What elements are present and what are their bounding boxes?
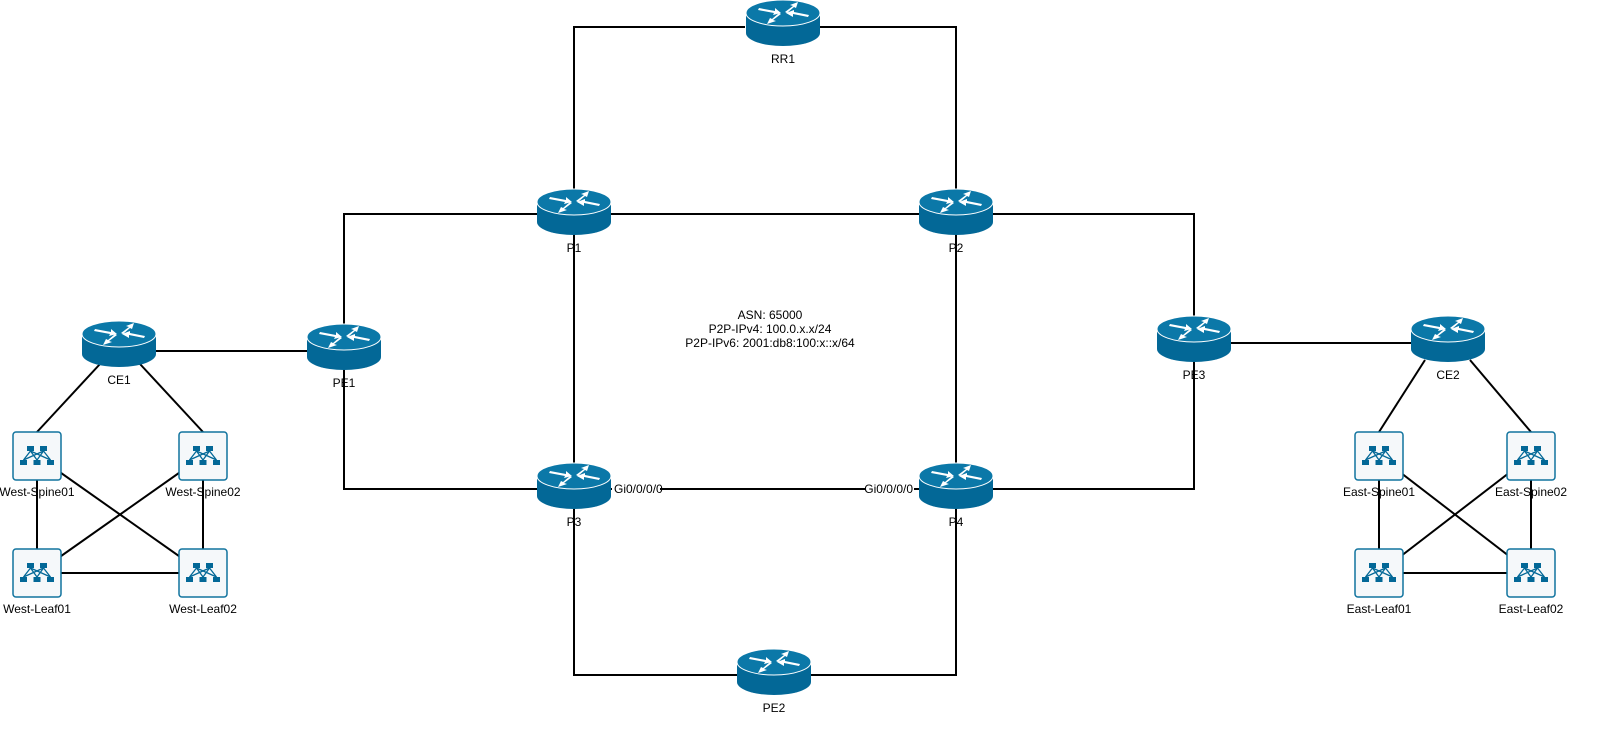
switch-icon <box>178 548 228 598</box>
switch-el2[interactable]: East-Leaf02 <box>1499 548 1564 616</box>
network-annotation: ASN: 65000 P2P-IPv4: 100.0.x.x/24 P2P-IP… <box>685 308 855 350</box>
switch-icon <box>178 431 228 481</box>
router-icon <box>745 0 821 46</box>
switch-label: West-Leaf02 <box>169 602 237 616</box>
router-p3[interactable]: P3 <box>536 462 612 529</box>
switch-wl2[interactable]: West-Leaf02 <box>169 548 237 616</box>
switch-label: East-Leaf02 <box>1499 602 1564 616</box>
router-label: P2 <box>949 241 964 255</box>
router-ce1[interactable]: CE1 <box>81 320 157 387</box>
switch-label: East-Spine02 <box>1495 485 1567 499</box>
link-p2-pe3[interactable] <box>956 213 1195 341</box>
switch-el1[interactable]: East-Leaf01 <box>1347 548 1412 616</box>
link-p3-pe1[interactable] <box>343 349 574 490</box>
switch-label: West-Spine02 <box>165 485 240 499</box>
switch-es2[interactable]: East-Spine02 <box>1495 431 1567 499</box>
port-label-p4: Gi0/0/0/0 <box>864 482 913 496</box>
router-p4[interactable]: P4 <box>918 462 994 529</box>
switch-icon <box>1354 431 1404 481</box>
link-ce1-ws1[interactable] <box>36 363 101 433</box>
switch-icon <box>1506 431 1556 481</box>
switch-ws1[interactable]: West-Spine01 <box>0 431 75 499</box>
p2p-ipv6-label: P2P-IPv6: 2001:db8:100:x::x/64 <box>685 336 855 350</box>
links-layer: Gi0/0/0/0 Gi0/0/0/0 <box>36 26 1532 676</box>
router-label: RR1 <box>771 52 795 66</box>
router-pe1[interactable]: PE1 <box>306 323 382 390</box>
link-ws2-wl1[interactable] <box>36 455 204 574</box>
router-icon <box>918 188 994 235</box>
router-icon <box>918 462 994 509</box>
router-label: CE2 <box>1436 368 1460 382</box>
router-icon <box>736 648 812 695</box>
router-icon <box>81 320 157 367</box>
router-pe2[interactable]: PE2 <box>736 648 812 715</box>
switch-label: East-Leaf01 <box>1347 602 1412 616</box>
link-p1-pe1[interactable] <box>343 213 574 349</box>
router-p2[interactable]: P2 <box>918 188 994 255</box>
link-p3-pe2[interactable] <box>573 488 774 676</box>
asn-label: ASN: 65000 <box>738 308 803 322</box>
switch-icon <box>1506 548 1556 598</box>
router-ce2[interactable]: CE2 <box>1410 315 1486 382</box>
link-rr1-p2[interactable] <box>820 26 957 214</box>
link-p4-pe2[interactable] <box>774 488 957 676</box>
switch-label: West-Leaf01 <box>3 602 71 616</box>
router-rr1[interactable]: RR1 <box>745 0 821 66</box>
router-icon <box>1410 315 1486 362</box>
router-label: PE2 <box>763 701 786 715</box>
router-icon <box>306 323 382 370</box>
link-rr1-p1[interactable] <box>573 26 745 214</box>
router-label: P3 <box>567 515 582 529</box>
router-p1[interactable]: P1 <box>536 188 612 255</box>
link-es2-el1[interactable] <box>1378 455 1532 574</box>
router-label: P1 <box>567 241 582 255</box>
link-ce2-es1[interactable] <box>1378 359 1426 433</box>
link-ce1-ws2[interactable] <box>139 363 204 433</box>
router-icon <box>536 188 612 235</box>
router-label: PE1 <box>333 376 356 390</box>
switch-es1[interactable]: East-Spine01 <box>1343 431 1415 499</box>
router-icon <box>536 462 612 509</box>
router-label: PE3 <box>1183 368 1206 382</box>
router-label: CE1 <box>107 373 131 387</box>
router-label: P4 <box>949 515 964 529</box>
port-label-p3: Gi0/0/0/0 <box>614 482 663 496</box>
router-icon <box>1156 315 1232 362</box>
switch-label: West-Spine01 <box>0 485 75 499</box>
switch-icon <box>12 548 62 598</box>
switch-icon <box>12 431 62 481</box>
switch-icon <box>1354 548 1404 598</box>
router-pe3[interactable]: PE3 <box>1156 315 1232 382</box>
link-ce2-es2[interactable] <box>1469 359 1532 433</box>
switch-wl1[interactable]: West-Leaf01 <box>3 548 71 616</box>
switch-ws2[interactable]: West-Spine02 <box>165 431 241 499</box>
link-p4-pe3[interactable] <box>956 341 1195 490</box>
p2p-ipv4-label: P2P-IPv4: 100.0.x.x/24 <box>709 322 832 336</box>
switch-label: East-Spine01 <box>1343 485 1415 499</box>
